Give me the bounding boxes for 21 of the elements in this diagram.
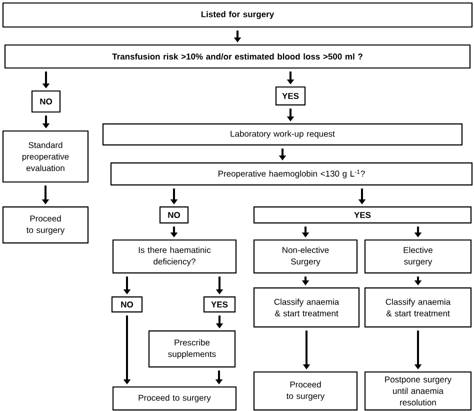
answer-box: YES [275,86,306,106]
decision-box: Preoperative haemoglobin <130 g L$^{-1}$? [110,162,473,186]
answer-box: NO [31,90,61,113]
outcome-box: Postpone surgery until anaemia resolution [364,371,472,411]
answer-box: YES [253,206,472,224]
process-box: Elective surgery [364,239,472,274]
answer-box: NO [159,206,189,224]
process-box: Listed for surgery [2,2,473,28]
answer-box: YES [203,296,236,313]
decision-box: Is there haematinic deficiency? [112,239,237,274]
answer-box: NO [111,296,143,313]
process-box: Classify anaemia & start treatment [364,287,472,328]
outcome-box: Proceed to surgery [2,206,89,244]
outcome-box: Proceed to surgery [253,371,358,411]
process-box: Prescribe supplements [148,330,236,368]
process-box: Non-elective Surgery [253,239,358,274]
process-box: Classify anaemia & start treatment [253,287,360,328]
process-box: Laboratory work-up request [102,123,463,146]
decision-box: Transfusion risk >10% and/or estimated blood loss >500 ml ? [4,44,471,69]
process-box: Standard preoperative evaluation [2,130,89,183]
outcome-box: Proceed to surgery [112,386,237,411]
